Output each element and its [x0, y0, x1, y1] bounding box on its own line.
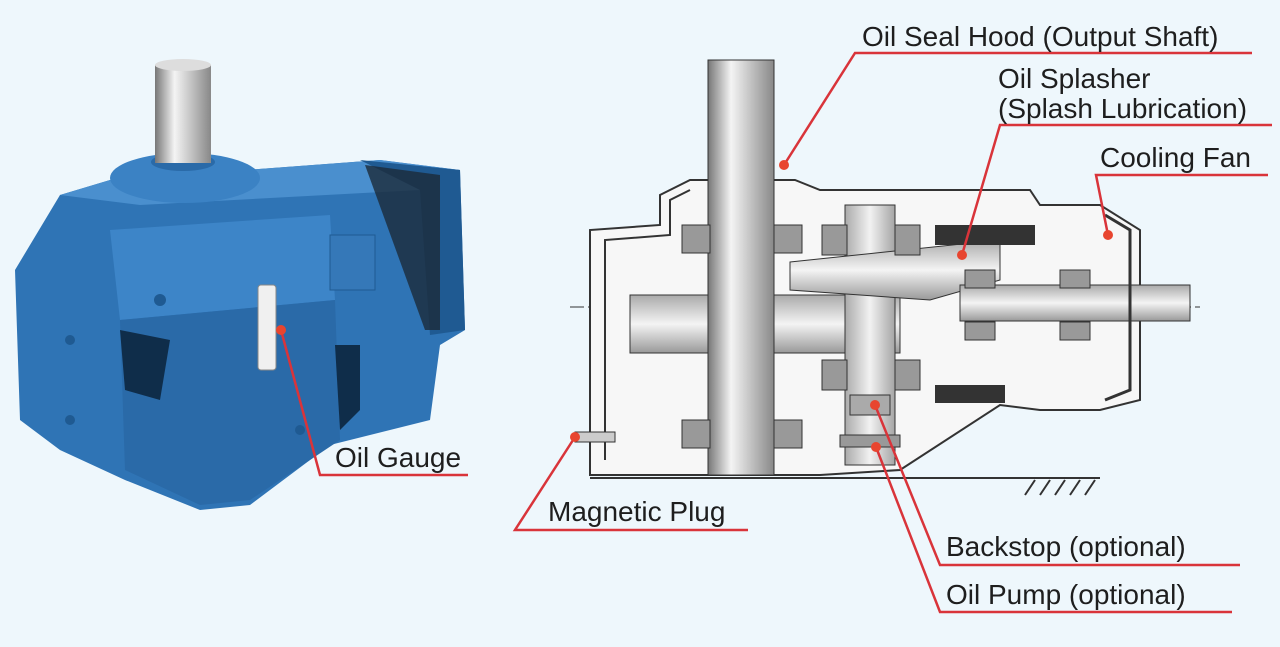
leader-dots [276, 160, 1113, 452]
label-oil-splasher-sub: (Splash Lubrication) [998, 93, 1248, 124]
label-magnetic-plug: Magnetic Plug [548, 496, 726, 527]
leader-oil-splasher [960, 123, 1272, 256]
label-cooling-fan: Cooling Fan [1100, 142, 1251, 173]
leader-oil-pump [874, 446, 1232, 614]
label-oil-gauge: Oil Gauge [335, 442, 462, 473]
leader-backstop [873, 404, 1240, 567]
leader-oil-gauge [279, 329, 468, 477]
label-oil-pump: Oil Pump (optional) [946, 579, 1186, 610]
label-oil-splasher: Oil Splasher [998, 63, 1151, 94]
gearbox-3d-illustration [15, 59, 465, 510]
leader-lines [279, 51, 1272, 614]
leader-magnetic-plug [512, 436, 748, 532]
leader-cooling-fan [1094, 173, 1268, 236]
label-oil-seal-hood: Oil Seal Hood (Output Shaft) [862, 21, 1219, 52]
label-backstop: Backstop (optional) [946, 531, 1186, 562]
gearbox-cross-section [570, 59, 1200, 496]
leader-oil-seal-hood [782, 51, 1252, 166]
